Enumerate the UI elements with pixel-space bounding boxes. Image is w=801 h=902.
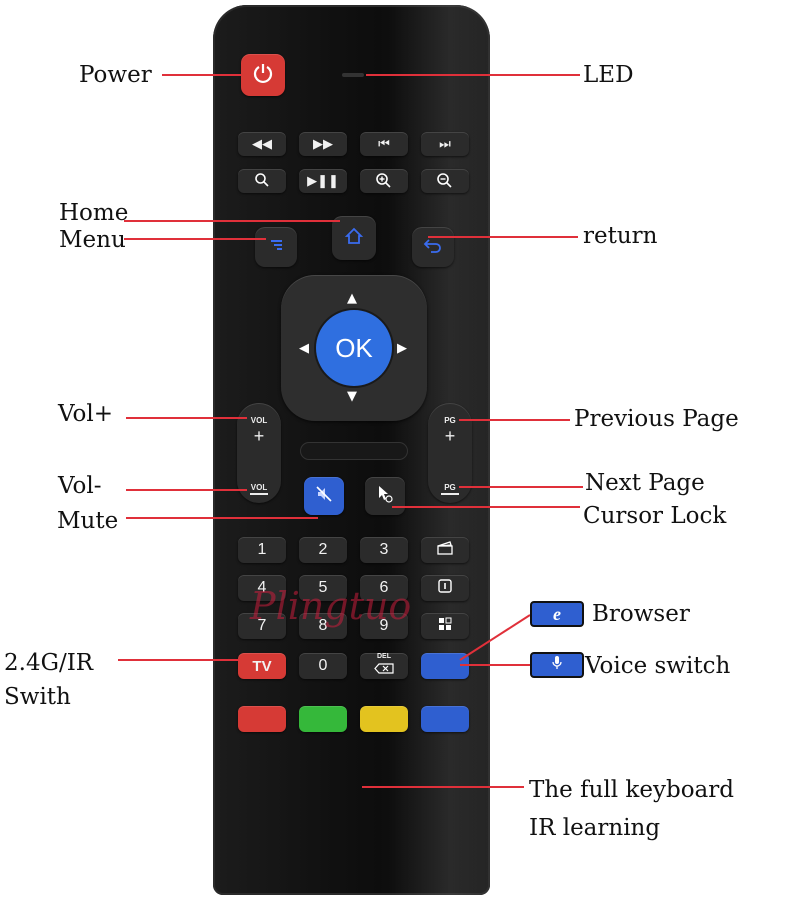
zoom-in-button[interactable] <box>360 169 408 193</box>
previous-page-label: Previous Page <box>574 406 739 432</box>
green-key[interactable] <box>299 706 347 732</box>
vol-down-label: VOL <box>250 483 268 492</box>
led-indicator <box>342 73 364 77</box>
keyboard-label-line2: IR learning <box>529 815 661 841</box>
search-button[interactable] <box>238 169 286 193</box>
rewind-button[interactable]: ◀◀ <box>238 132 286 156</box>
browser-icon: e <box>553 603 561 624</box>
delete-label: DEL <box>377 653 391 660</box>
power-button[interactable] <box>241 54 285 96</box>
yellow-key[interactable] <box>360 706 408 732</box>
zoom-in-icon <box>375 172 393 191</box>
fast-forward-icon: ▶▶ <box>313 136 333 151</box>
delete-icon <box>374 661 394 679</box>
page-down-label: PG <box>444 483 456 492</box>
number-9-button[interactable]: 9 <box>360 613 408 639</box>
number-7-button[interactable]: 7 <box>238 613 286 639</box>
plus-icon: + <box>253 426 265 446</box>
previous-track-button[interactable]: ⏮ <box>360 132 408 156</box>
number-5-button[interactable]: 5 <box>299 575 347 601</box>
left-arrow-icon[interactable]: ◀ <box>299 341 309 356</box>
home-label: Home <box>59 200 129 226</box>
voice-badge <box>530 652 584 678</box>
search-icon <box>254 172 270 191</box>
menu-icon <box>268 238 284 257</box>
page-up-label: PG <box>444 416 456 425</box>
mute-button[interactable] <box>304 477 344 515</box>
minus-icon <box>441 493 459 495</box>
up-arrow-icon[interactable]: ▲ <box>347 291 357 306</box>
number-1-button[interactable]: 1 <box>238 537 286 563</box>
clapper-button[interactable] <box>421 537 469 563</box>
return-button[interactable] <box>412 227 454 267</box>
zoom-out-icon <box>436 172 454 191</box>
zoom-out-button[interactable] <box>421 169 469 193</box>
power-icon <box>252 62 274 89</box>
apps-button[interactable] <box>421 613 469 639</box>
voice-switch-label: Voice switch <box>585 653 731 679</box>
play-pause-button[interactable]: ▶❚❚ <box>299 169 347 193</box>
apps-icon <box>438 617 452 636</box>
number-0-button[interactable]: 0 <box>299 653 347 679</box>
clapper-icon <box>437 540 453 560</box>
microphone-icon <box>551 655 563 675</box>
mute-icon <box>315 485 333 508</box>
next-page-label: Next Page <box>585 470 705 496</box>
delete-button[interactable]: DEL <box>360 653 408 679</box>
power-label: Power <box>79 62 152 88</box>
info-icon <box>437 578 453 599</box>
browser-badge: e <box>530 601 584 627</box>
right-arrow-icon[interactable]: ▶ <box>397 341 407 356</box>
play-pause-icon: ▶❚❚ <box>307 173 339 188</box>
red-key[interactable] <box>238 706 286 732</box>
next-track-icon: ⏭ <box>439 136 451 151</box>
volume-rocker[interactable]: VOL + VOL <box>237 403 281 503</box>
previous-track-icon: ⏮ <box>378 136 390 151</box>
menu-button[interactable] <box>255 227 297 267</box>
switch-label-line2: Swith <box>4 684 71 710</box>
blue-key[interactable] <box>421 706 469 732</box>
plus-icon: + <box>444 426 456 446</box>
return-icon <box>423 237 443 258</box>
switch-label-line1: 2.4G/IR <box>4 650 94 676</box>
center-slot <box>300 442 408 460</box>
home-icon <box>344 226 364 251</box>
rewind-icon: ◀◀ <box>252 136 272 151</box>
vol-minus-label: Vol- <box>58 473 102 499</box>
number-6-button[interactable]: 6 <box>360 575 408 601</box>
cursor-lock-button[interactable] <box>365 477 405 515</box>
number-4-button[interactable]: 4 <box>238 575 286 601</box>
menu-label: Menu <box>59 227 126 253</box>
cursor-lock-icon <box>376 484 394 509</box>
fast-forward-button[interactable]: ▶▶ <box>299 132 347 156</box>
mute-label: Mute <box>57 508 119 534</box>
vol-up-label: VOL <box>250 416 268 425</box>
keyboard-label-line1: The full keyboard <box>529 777 734 803</box>
led-label: LED <box>583 62 634 88</box>
watermark: Plingtuo <box>250 584 412 628</box>
ok-button[interactable]: OK <box>316 310 392 386</box>
browser-label: Browser <box>592 601 690 627</box>
down-arrow-icon[interactable]: ▼ <box>347 389 357 404</box>
return-label: return <box>583 223 658 249</box>
cursor-lock-label: Cursor Lock <box>583 503 727 529</box>
vol-plus-label: Vol+ <box>58 401 113 427</box>
info-button[interactable] <box>421 575 469 601</box>
home-button[interactable] <box>332 216 376 260</box>
next-track-button[interactable]: ⏭ <box>421 132 469 156</box>
number-8-button[interactable]: 8 <box>299 613 347 639</box>
number-2-button[interactable]: 2 <box>299 537 347 563</box>
tv-button[interactable]: TV <box>238 653 286 679</box>
number-3-button[interactable]: 3 <box>360 537 408 563</box>
browser-line <box>459 614 531 661</box>
minus-icon <box>250 493 268 495</box>
